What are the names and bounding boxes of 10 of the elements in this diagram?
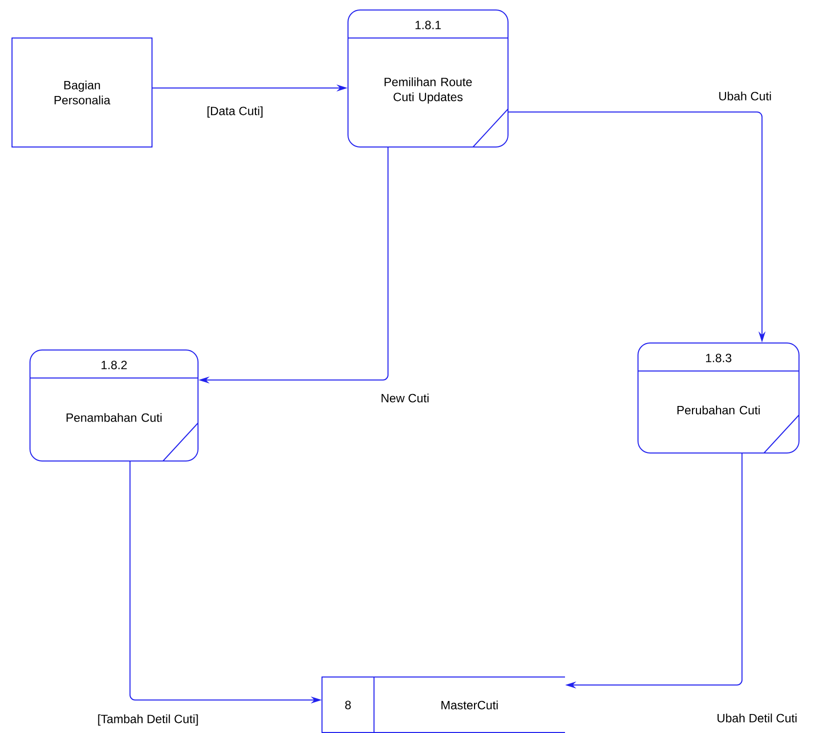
edge-label: [Data Cuti] — [206, 105, 264, 119]
external-entity-box: Bagian Personalia — [12, 38, 152, 148]
process-box: 1.8.1 Pemilihan Route Cuti Updates — [348, 10, 508, 148]
data-store: 8 MasterCuti — [322, 676, 566, 733]
edge-label: Ubah Cuti — [717, 90, 773, 102]
edge-label: [Tambah Detil Cuti] — [96, 713, 200, 727]
process-box: 1.8.3 Perubahan Cuti — [638, 342, 800, 454]
edge-label: Ubah Detil Cuti — [716, 712, 798, 724]
edge-label: New Cuti — [380, 392, 430, 404]
process-box: 1.8.2 Penambahan Cuti — [30, 350, 198, 462]
